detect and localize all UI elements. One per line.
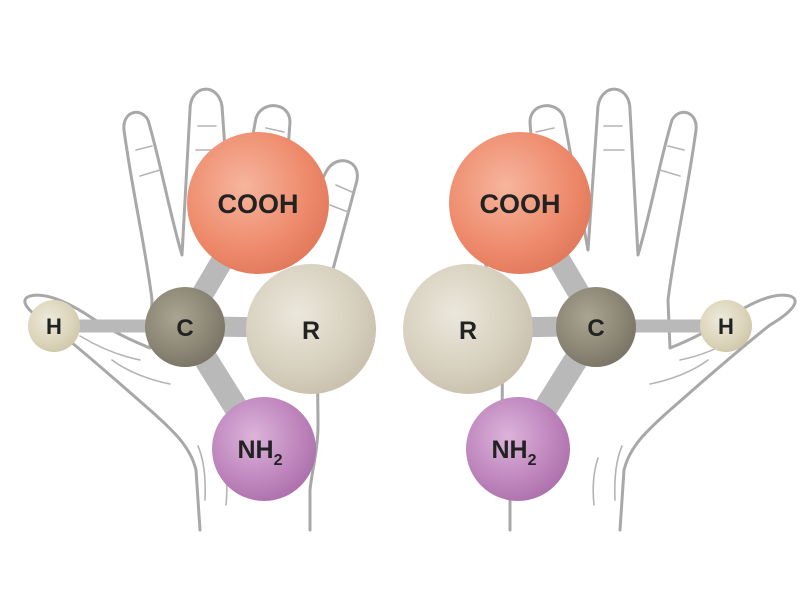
- c-label-right: C: [587, 315, 604, 342]
- nh2-atom-right: [466, 397, 570, 501]
- nh2-label-left: NH2: [237, 436, 282, 469]
- cooh-label-right: COOH: [480, 189, 561, 219]
- c-atom-right: [556, 287, 636, 367]
- c-label-left: C: [176, 315, 193, 342]
- cooh-label-left: COOH: [218, 189, 299, 219]
- h-label-right: H: [718, 314, 734, 339]
- h-label-left: H: [46, 314, 62, 339]
- r-label-left: R: [302, 317, 320, 345]
- c-atom-left: [145, 287, 225, 367]
- r-atom-right: [403, 264, 533, 394]
- right-molecule: COOH R C H NH2: [403, 132, 752, 501]
- h-atom-left: [28, 300, 80, 352]
- cooh-atom-left: [187, 132, 329, 274]
- h-atom-right: [700, 300, 752, 352]
- r-atom-left: [246, 264, 376, 394]
- nh2-atom-left: [212, 397, 316, 501]
- r-label-right: R: [459, 317, 477, 345]
- left-molecule: COOH R C H NH2: [28, 132, 376, 501]
- cooh-atom-right: [449, 132, 591, 274]
- nh2-label-right: NH2: [491, 436, 536, 469]
